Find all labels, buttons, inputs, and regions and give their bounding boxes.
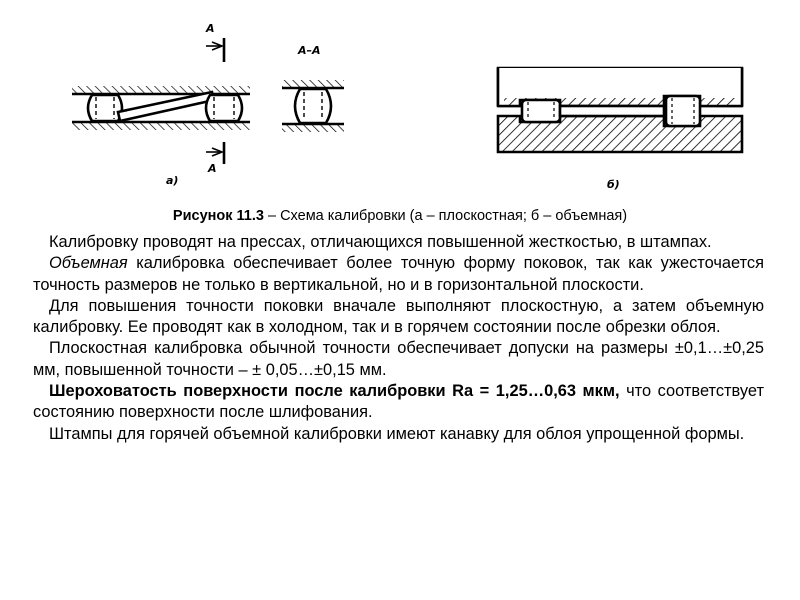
caption-figure-number: Рисунок 11.3 xyxy=(172,208,264,224)
paragraph-5: Шероховатость поверхности после калибров… xyxy=(33,381,764,424)
paragraph-5-text: что соответствует состоянию поверхности … xyxy=(33,382,764,422)
section-view-label: А–А xyxy=(298,44,321,57)
paragraph-1: Калибровку проводят на прессах, отличающ… xyxy=(49,233,712,251)
caption-text: – Схема калибровки (а – плоскостная; б –… xyxy=(263,208,628,224)
figure-b-drawing xyxy=(496,66,744,154)
paragraph-4: Плоскостная калибровка обычной точности … xyxy=(33,339,764,379)
figure: А А А–А а) б) xyxy=(0,0,800,205)
body-text: Калибровку проводят на прессах, отличающ… xyxy=(33,232,764,445)
figure-a-label: а) xyxy=(166,174,179,187)
paragraph-2-italic: Объемная xyxy=(49,254,128,273)
section-label-top: А xyxy=(206,22,215,35)
paragraph-3: Для повышения точности поковки вначале в… xyxy=(33,296,764,337)
paragraph-5-bold: Шероховатость поверхности после калибров… xyxy=(49,382,620,401)
figure-b-label: б) xyxy=(607,178,620,191)
section-label-bottom: А xyxy=(208,162,217,175)
calibration-scheme-drawing xyxy=(72,38,744,164)
paragraph-2-text: калибровка обеспечивает более точную фор… xyxy=(33,254,764,294)
paragraph-2: Объемная калибровка обеспечивает более т… xyxy=(33,253,764,296)
figure-caption: Рисунок 11.3 – Схема калибровки (а – пло… xyxy=(0,207,800,225)
figure-a-drawing xyxy=(72,38,344,164)
paragraph-6: Штампы для горячей объемной калибровки и… xyxy=(49,424,745,443)
